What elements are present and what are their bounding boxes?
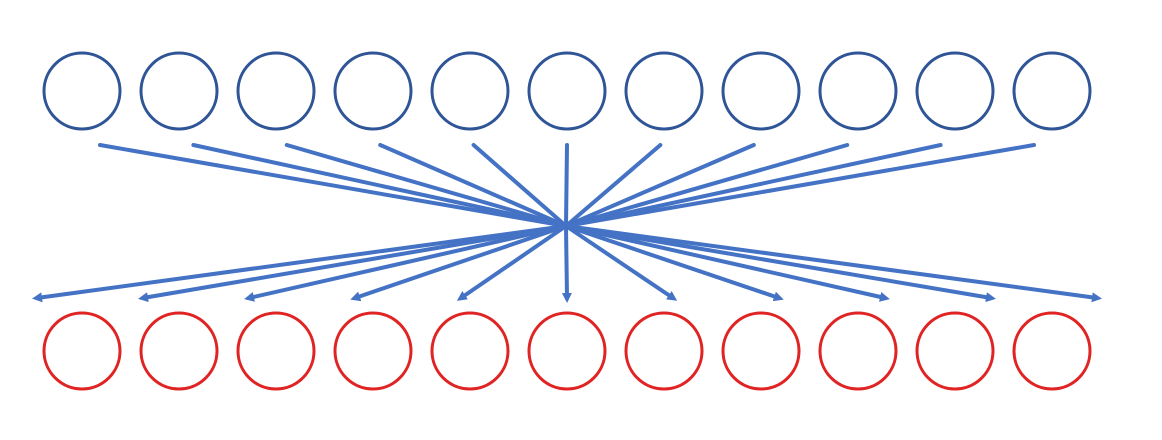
outgoing-arrow [561, 225, 572, 303]
incoming-line [564, 143, 850, 228]
outgoing-arrow [138, 224, 567, 303]
outgoing-arrow [565, 224, 996, 303]
bottom-node [624, 311, 704, 391]
incoming-line [564, 143, 1036, 228]
bottom-node [236, 311, 316, 391]
incoming-line [284, 143, 568, 228]
top-node [818, 51, 898, 131]
top-node [915, 51, 995, 131]
outgoing-arrow [565, 224, 1102, 303]
bottom-node [721, 311, 801, 391]
bottom-node [139, 311, 219, 391]
outgoing-arrow [565, 224, 784, 302]
top-node-row [42, 51, 1092, 131]
bottom-node [915, 311, 995, 391]
bottom-node-row [42, 311, 1092, 391]
outgoing-arrow [565, 224, 890, 302]
top-node [42, 51, 122, 131]
incoming-line [98, 143, 568, 228]
incoming-line [191, 143, 568, 228]
incoming-line [471, 143, 568, 228]
outgoing-arrow [456, 224, 568, 301]
bottom-node [1012, 311, 1092, 391]
bottom-node [430, 311, 510, 391]
top-node [1012, 51, 1092, 131]
connection-lines [32, 143, 1102, 303]
outgoing-arrow [244, 224, 567, 302]
top-node [527, 51, 607, 131]
incoming-line [564, 143, 663, 228]
bottom-node [818, 311, 898, 391]
incoming-line [564, 143, 756, 228]
top-node [624, 51, 704, 131]
incoming-line [564, 143, 943, 228]
incoming-line [564, 143, 569, 228]
outgoing-arrow [564, 224, 678, 301]
top-node [721, 51, 801, 131]
top-node [430, 51, 510, 131]
top-node [139, 51, 219, 131]
bottom-node [333, 311, 413, 391]
outgoing-arrow [350, 224, 567, 302]
bottom-node [42, 311, 122, 391]
top-node [236, 51, 316, 131]
bottom-node [527, 311, 607, 391]
incoming-line [378, 143, 568, 228]
top-node [333, 51, 413, 131]
outgoing-arrow [32, 224, 567, 303]
